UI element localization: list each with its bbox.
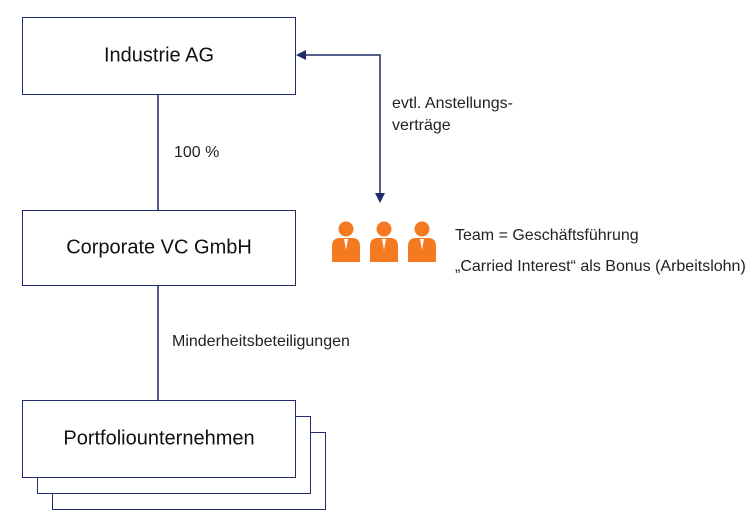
contracts-arrow-line <box>300 54 381 197</box>
person-icon <box>370 221 398 262</box>
portfolio-label: Portfoliounternehmen <box>63 427 255 450</box>
person-icon <box>408 221 436 262</box>
carried-interest-label: „Carried Interest“ als Bonus (Arbeitsloh… <box>455 258 746 275</box>
arrow-head-down <box>375 193 385 203</box>
contracts-label-line2: verträge <box>392 117 451 134</box>
industrie-ag-label: Industrie AG <box>103 44 215 67</box>
portfolio-box-front: Portfoliounternehmen <box>22 400 296 478</box>
team-label: Team = Geschäftsführung <box>455 227 639 244</box>
industrie-ag-box: Industrie AG <box>22 17 296 95</box>
person-icon <box>332 221 360 262</box>
contracts-label-line1: evtl. Anstellungs- <box>392 95 513 112</box>
ownership-label: 100 % <box>174 144 220 161</box>
corporate-vc-box: Corporate VC GmbH <box>22 210 296 286</box>
corporate-vc-label: Corporate VC GmbH <box>66 236 252 259</box>
minority-label: Minderheitsbeteiligungen <box>172 333 350 350</box>
arrow-head-left <box>296 50 306 60</box>
